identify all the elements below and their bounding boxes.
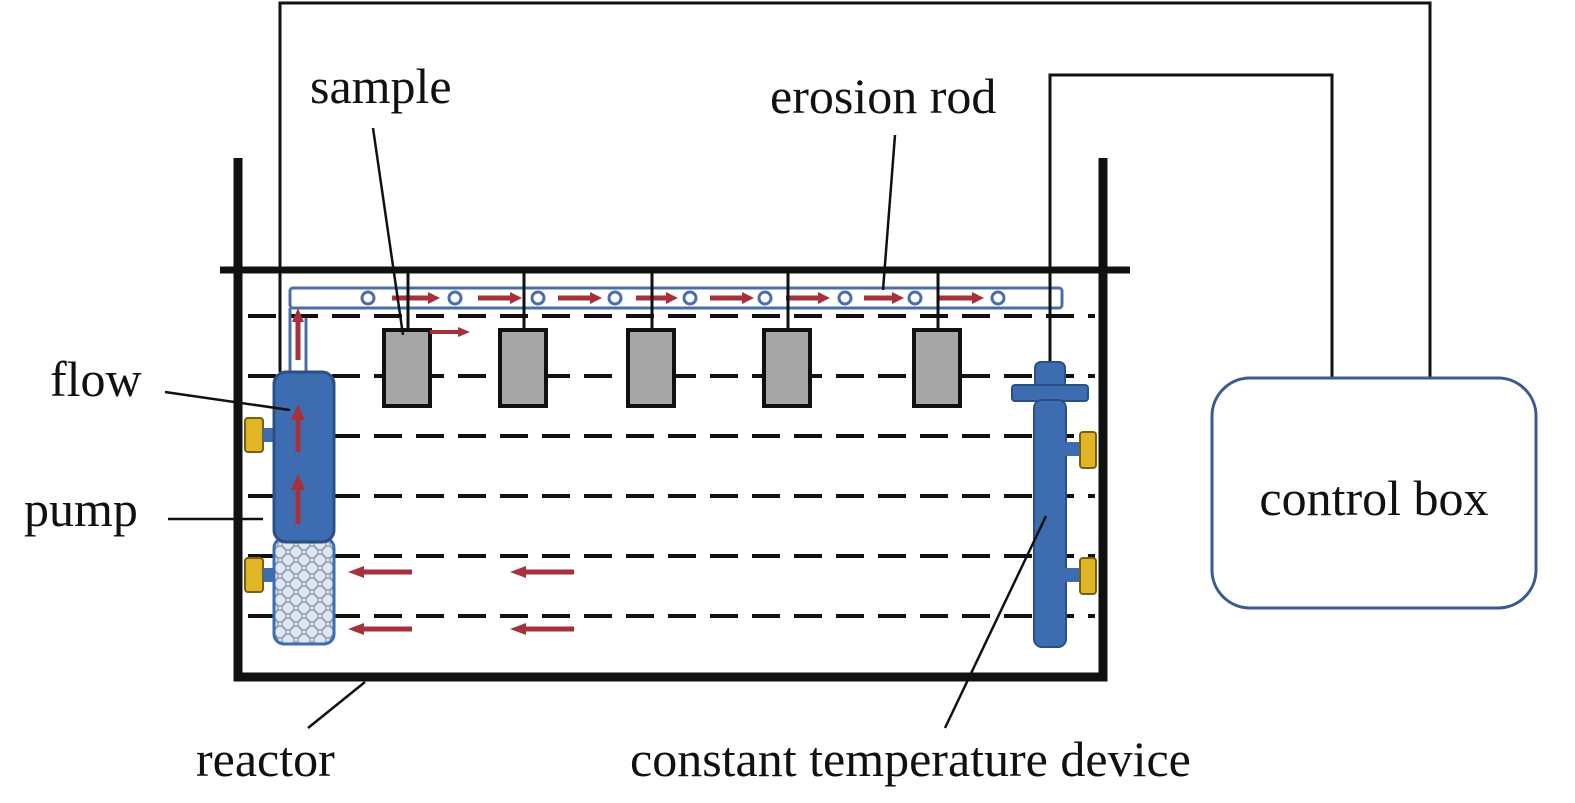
erosion-rod-holes <box>360 290 1006 306</box>
control-box <box>1210 376 1538 610</box>
control-wire-inner <box>1048 73 1334 380</box>
control-wire-outer <box>278 1 1432 380</box>
pump <box>244 370 336 646</box>
tube-flow-arrows <box>392 292 984 304</box>
label-sample: sample <box>310 58 452 114</box>
reactor-vessel <box>233 158 1108 682</box>
riser-flow-arrowhead <box>292 308 304 322</box>
sample-1 <box>382 328 432 408</box>
sample-3 <box>626 328 676 408</box>
riser-pipe <box>288 308 308 372</box>
label-control-box: control box <box>1259 470 1488 526</box>
label-constant-temperature-device: constant temperature device <box>630 731 1191 787</box>
label-pump: pump <box>24 481 138 537</box>
constant-temperature-device <box>1011 272 1097 648</box>
sample-4 <box>762 328 812 408</box>
leader-lines <box>164 127 1048 729</box>
label-reactor: reactor <box>196 731 335 787</box>
sample-5 <box>912 328 962 408</box>
return-flow-arrows <box>348 566 574 635</box>
pump-filter <box>272 536 336 646</box>
sample-2 <box>498 328 548 408</box>
label-erosion-rod: erosion rod <box>770 68 996 124</box>
pump-body <box>272 370 336 544</box>
samples <box>382 272 962 408</box>
sample-flow-arrowhead <box>458 327 470 337</box>
label-flow: flow <box>50 351 142 407</box>
